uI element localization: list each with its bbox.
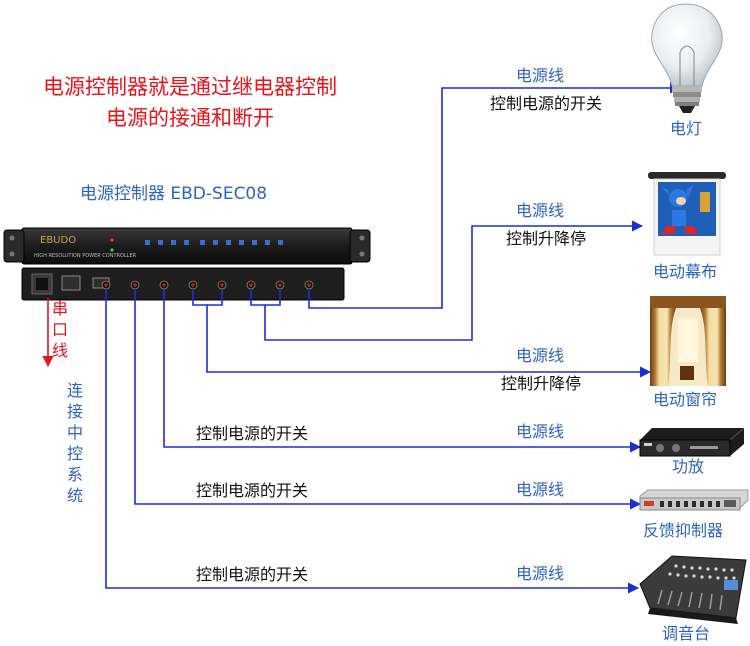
screen-function-label: 控制升降停 xyxy=(506,229,587,248)
lamp-device-name: 电灯 xyxy=(670,119,703,138)
curtain-window-icon xyxy=(650,296,726,386)
wire-feedback xyxy=(134,290,642,510)
wire-amplifier xyxy=(163,290,642,453)
serial-line-char: 口 xyxy=(51,320,68,339)
mixing-console-icon xyxy=(639,555,747,624)
wire-lamp xyxy=(308,82,682,309)
feedback-function-label: 控制电源的开关 xyxy=(196,481,309,500)
wire-curtain xyxy=(192,290,652,378)
mixer-cable-label: 电源线 xyxy=(516,564,565,583)
controller-panel-text: HIGH RESOLUTION POWER CONTROLLER xyxy=(34,253,137,259)
controller-brand-text: EBUDO xyxy=(40,235,77,246)
feedback-cable-label: 电源线 xyxy=(516,480,565,499)
mixer-function-label: 控制电源的开关 xyxy=(196,565,309,584)
light-bulb-icon xyxy=(651,3,723,113)
wire-screen-loop xyxy=(265,290,281,306)
central-control-char: 控 xyxy=(66,444,83,463)
wire-screen xyxy=(250,220,644,341)
projection-screen-icon xyxy=(648,172,726,256)
lamp-cable-label: 电源线 xyxy=(516,66,565,85)
amplifier-icon xyxy=(639,427,745,457)
central-control-label: 连 接 中 控 系 统 xyxy=(66,380,84,506)
central-control-char: 系 xyxy=(66,465,83,484)
headline-line-2: 电源的接通和断开 xyxy=(106,106,274,130)
amplifier-function-label: 控制电源的开关 xyxy=(196,424,309,443)
feedback-suppressor-icon xyxy=(639,489,749,511)
screen-device-name: 电动幕布 xyxy=(653,262,718,281)
lamp-function-label: 控制电源的开关 xyxy=(490,94,603,113)
amplifier-cable-label: 电源线 xyxy=(516,422,565,441)
curtain-device-name: 电动窗帘 xyxy=(653,390,718,409)
central-control-char: 中 xyxy=(66,423,83,442)
controller-front-panel xyxy=(3,227,371,265)
central-control-char: 连 xyxy=(66,381,83,400)
curtain-function-label: 控制升降停 xyxy=(501,374,582,393)
headline-line-1: 电源控制器就是通过继电器控制 xyxy=(43,75,337,99)
mixer-device-name: 调音台 xyxy=(662,624,711,643)
feedback-device-name: 反馈抑制器 xyxy=(643,521,724,540)
wire-curtain-loop xyxy=(207,290,223,306)
connection-wires xyxy=(105,82,682,594)
central-control-char: 接 xyxy=(66,402,83,421)
amplifier-device-name: 功放 xyxy=(672,457,705,476)
central-control-char: 统 xyxy=(66,486,83,505)
serial-line-char: 串 xyxy=(51,299,68,318)
controller-rear-panel xyxy=(21,267,345,301)
serial-line-char: 线 xyxy=(51,341,68,360)
controller-label: 电源控制器 EBD-SEC08 xyxy=(80,184,268,204)
curtain-cable-label: 电源线 xyxy=(516,346,565,365)
screen-cable-label: 电源线 xyxy=(516,201,565,220)
serial-line-label: 串 口 线 xyxy=(51,298,69,361)
wire-mixer xyxy=(105,290,640,594)
